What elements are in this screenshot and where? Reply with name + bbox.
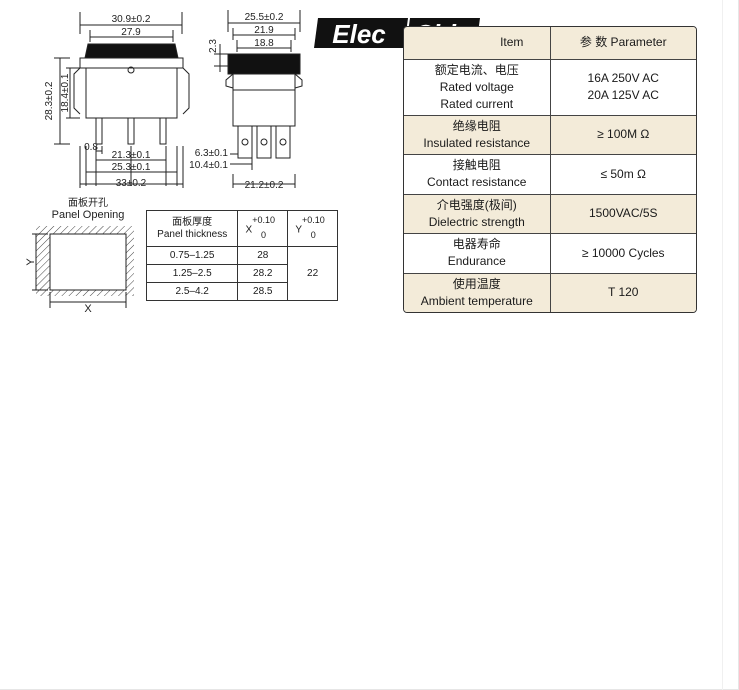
param-item-en: Endurance bbox=[447, 254, 506, 269]
y-label: Y bbox=[295, 224, 303, 236]
panel-table-header: 面板厚度 Panel thickness X+0.100 Y+0.100 bbox=[145, 210, 338, 247]
table-row: 2.5–4.2 28.5 bbox=[145, 282, 338, 301]
side-dim-left: 2.3 bbox=[208, 39, 219, 53]
panel-y-cell: 22 bbox=[287, 246, 338, 301]
panel-thickness-cell: 0.75–1.25 bbox=[145, 246, 239, 265]
param-item-cn: 电器寿命 bbox=[452, 237, 501, 252]
param-item-cell: 接触电阻 Contact resistance bbox=[404, 154, 551, 195]
panel-axis-y: Y bbox=[25, 258, 37, 266]
panel-thickness-cell: 1.25–2.5 bbox=[145, 264, 239, 283]
param-value-cell: ≥ 10000 Cycles bbox=[549, 233, 696, 274]
param-value-cell: ≥ 100M Ω bbox=[549, 114, 696, 155]
table-row: 使用温度 Ambient temperature T 120 bbox=[404, 272, 696, 312]
panel-opening-drawing: 面板开孔 Panel Opening Y X bbox=[20, 196, 140, 315]
y-tol-plus: +0.10 bbox=[302, 214, 325, 225]
param-head-parameter: 参 数 Parameter bbox=[549, 27, 696, 60]
front-dim-b1: 21.3±0.1 bbox=[112, 150, 151, 161]
param-item-en: Ambient temperature bbox=[420, 293, 533, 308]
side-view-drawing: 25.5±0.2 21.9 18.8 2.3 6.3±0.1 10.4±0.1 … bbox=[188, 6, 313, 192]
front-dim-pin: 0.8 bbox=[84, 142, 98, 153]
panel-x-cell: 28 bbox=[237, 246, 289, 265]
param-table-header: Item 参 数 Parameter bbox=[404, 27, 696, 60]
param-item-cell: 电器寿命 Endurance bbox=[404, 233, 551, 274]
table-row: 0.75–1.25 28 22 bbox=[145, 246, 338, 301]
parameter-table: Item 参 数 Parameter 额定电流、电压 Rated voltage… bbox=[403, 26, 697, 313]
panel-head-x-tol: X+0.10 0 bbox=[245, 215, 280, 241]
panel-opening-label-en: Panel Opening bbox=[52, 209, 125, 221]
table-row: 介电强度(极间) Dielectric strength 1500VAC/5S bbox=[404, 193, 696, 234]
table-row: 电器寿命 Endurance ≥ 10000 Cycles bbox=[404, 233, 696, 274]
param-item-en: Insulated resistance bbox=[423, 135, 531, 150]
panel-head-y-tol: Y+0.10 0 bbox=[295, 215, 329, 241]
param-item-cn: 接触电阻 bbox=[452, 158, 501, 173]
panel-opening-svg: 面板开孔 Panel Opening Y X bbox=[25, 196, 134, 315]
front-dim-left-outer: 28.3±0.2 bbox=[44, 81, 55, 120]
param-item-cn: 介电强度(极间) bbox=[436, 197, 517, 212]
table-row: 绝缘电阻 Insulated resistance ≥ 100M Ω bbox=[404, 114, 696, 155]
x-tol-plus: +0.10 bbox=[252, 214, 275, 225]
panel-thickness-cell: 2.5–4.2 bbox=[145, 282, 239, 301]
front-dim-left-inner: 18.4±0.1 bbox=[60, 73, 71, 112]
side-dim-bottom: 21.2±0.2 bbox=[245, 180, 284, 191]
param-value-cell: ≤ 50m Ω bbox=[549, 154, 696, 195]
front-dim-top-outer: 30.9±0.2 bbox=[112, 14, 151, 25]
panel-thickness-table: 面板厚度 Panel thickness X+0.100 Y+0.100 0.7… bbox=[145, 210, 338, 301]
side-dim-top-inner: 18.8 bbox=[254, 38, 274, 49]
param-value-cell: 16A 250V AC 20A 125V AC bbox=[549, 58, 696, 116]
param-value: 16A 250V AC bbox=[587, 71, 659, 85]
side-dim-top-outer: 25.5±0.2 bbox=[245, 12, 284, 23]
table-row: 1.25–2.5 28.2 bbox=[145, 264, 338, 283]
param-item-cn: 绝缘电阻 bbox=[452, 118, 501, 133]
front-dim-top-inner: 27.9 bbox=[121, 27, 141, 38]
y-tol-zero: 0 bbox=[310, 230, 316, 241]
panel-head-y: Y+0.10 0 bbox=[287, 210, 338, 247]
right-guide-line bbox=[722, 0, 723, 690]
table-row: 额定电流、电压 Rated voltage Rated current 16A … bbox=[404, 58, 696, 116]
panel-opening-label-cn: 面板开孔 bbox=[68, 196, 108, 209]
param-item-en: Contact resistance bbox=[427, 175, 527, 190]
param-item-cn: 额定电流、电压 bbox=[434, 62, 519, 77]
param-head-item: Item bbox=[404, 27, 551, 60]
panel-head-x: X+0.10 0 bbox=[237, 210, 289, 247]
param-item-cell: 使用温度 Ambient temperature bbox=[404, 272, 551, 312]
param-item-en: Rated voltage bbox=[439, 79, 514, 94]
param-item-cell: 介电强度(极间) Dielectric strength bbox=[404, 193, 551, 234]
side-dim-top-mid: 21.9 bbox=[254, 25, 274, 36]
front-dim-b2: 25.3±0.1 bbox=[112, 162, 151, 173]
panel-head-cn: 面板厚度 bbox=[172, 216, 213, 228]
param-item-cn: 使用温度 bbox=[452, 276, 501, 291]
logo-text-elec: Elec bbox=[332, 19, 386, 49]
param-item-cell: 绝缘电阻 Insulated resistance bbox=[404, 114, 551, 155]
x-label: X bbox=[245, 224, 253, 236]
param-head-item-label: Item bbox=[500, 35, 524, 50]
panel-x-cell: 28.2 bbox=[237, 264, 289, 283]
param-value2: 20A 125V AC bbox=[587, 88, 659, 102]
front-view-drawing: 30.9±0.2 27.9 28.3±0.2 18.4±0.1 0.8 21.3… bbox=[40, 8, 210, 193]
param-value-cell: 1500VAC/5S bbox=[549, 193, 696, 234]
side-dim-term2: 10.4±0.1 bbox=[189, 160, 228, 171]
front-view-svg: 30.9±0.2 27.9 28.3±0.2 18.4±0.1 0.8 21.3… bbox=[44, 12, 190, 189]
front-dim-b3: 33±0.2 bbox=[116, 178, 147, 189]
panel-head-en: Panel thickness bbox=[157, 228, 228, 240]
panel-x-cell: 28.5 bbox=[237, 282, 289, 301]
param-item-cell: 额定电流、电压 Rated voltage Rated current bbox=[404, 58, 551, 116]
x-tol-zero: 0 bbox=[260, 230, 266, 241]
side-view-svg: 25.5±0.2 21.9 18.8 2.3 6.3±0.1 10.4±0.1 … bbox=[189, 10, 303, 191]
param-value-cell: T 120 bbox=[549, 272, 696, 312]
param-item-en: Dielectric strength bbox=[428, 214, 525, 229]
panel-axis-x: X bbox=[84, 303, 92, 312]
param-item-en2: Rated current bbox=[440, 96, 514, 111]
side-dim-term1: 6.3±0.1 bbox=[195, 148, 229, 159]
table-row: 接触电阻 Contact resistance ≤ 50m Ω bbox=[404, 154, 696, 195]
panel-head-thickness: 面板厚度 Panel thickness bbox=[145, 210, 239, 247]
